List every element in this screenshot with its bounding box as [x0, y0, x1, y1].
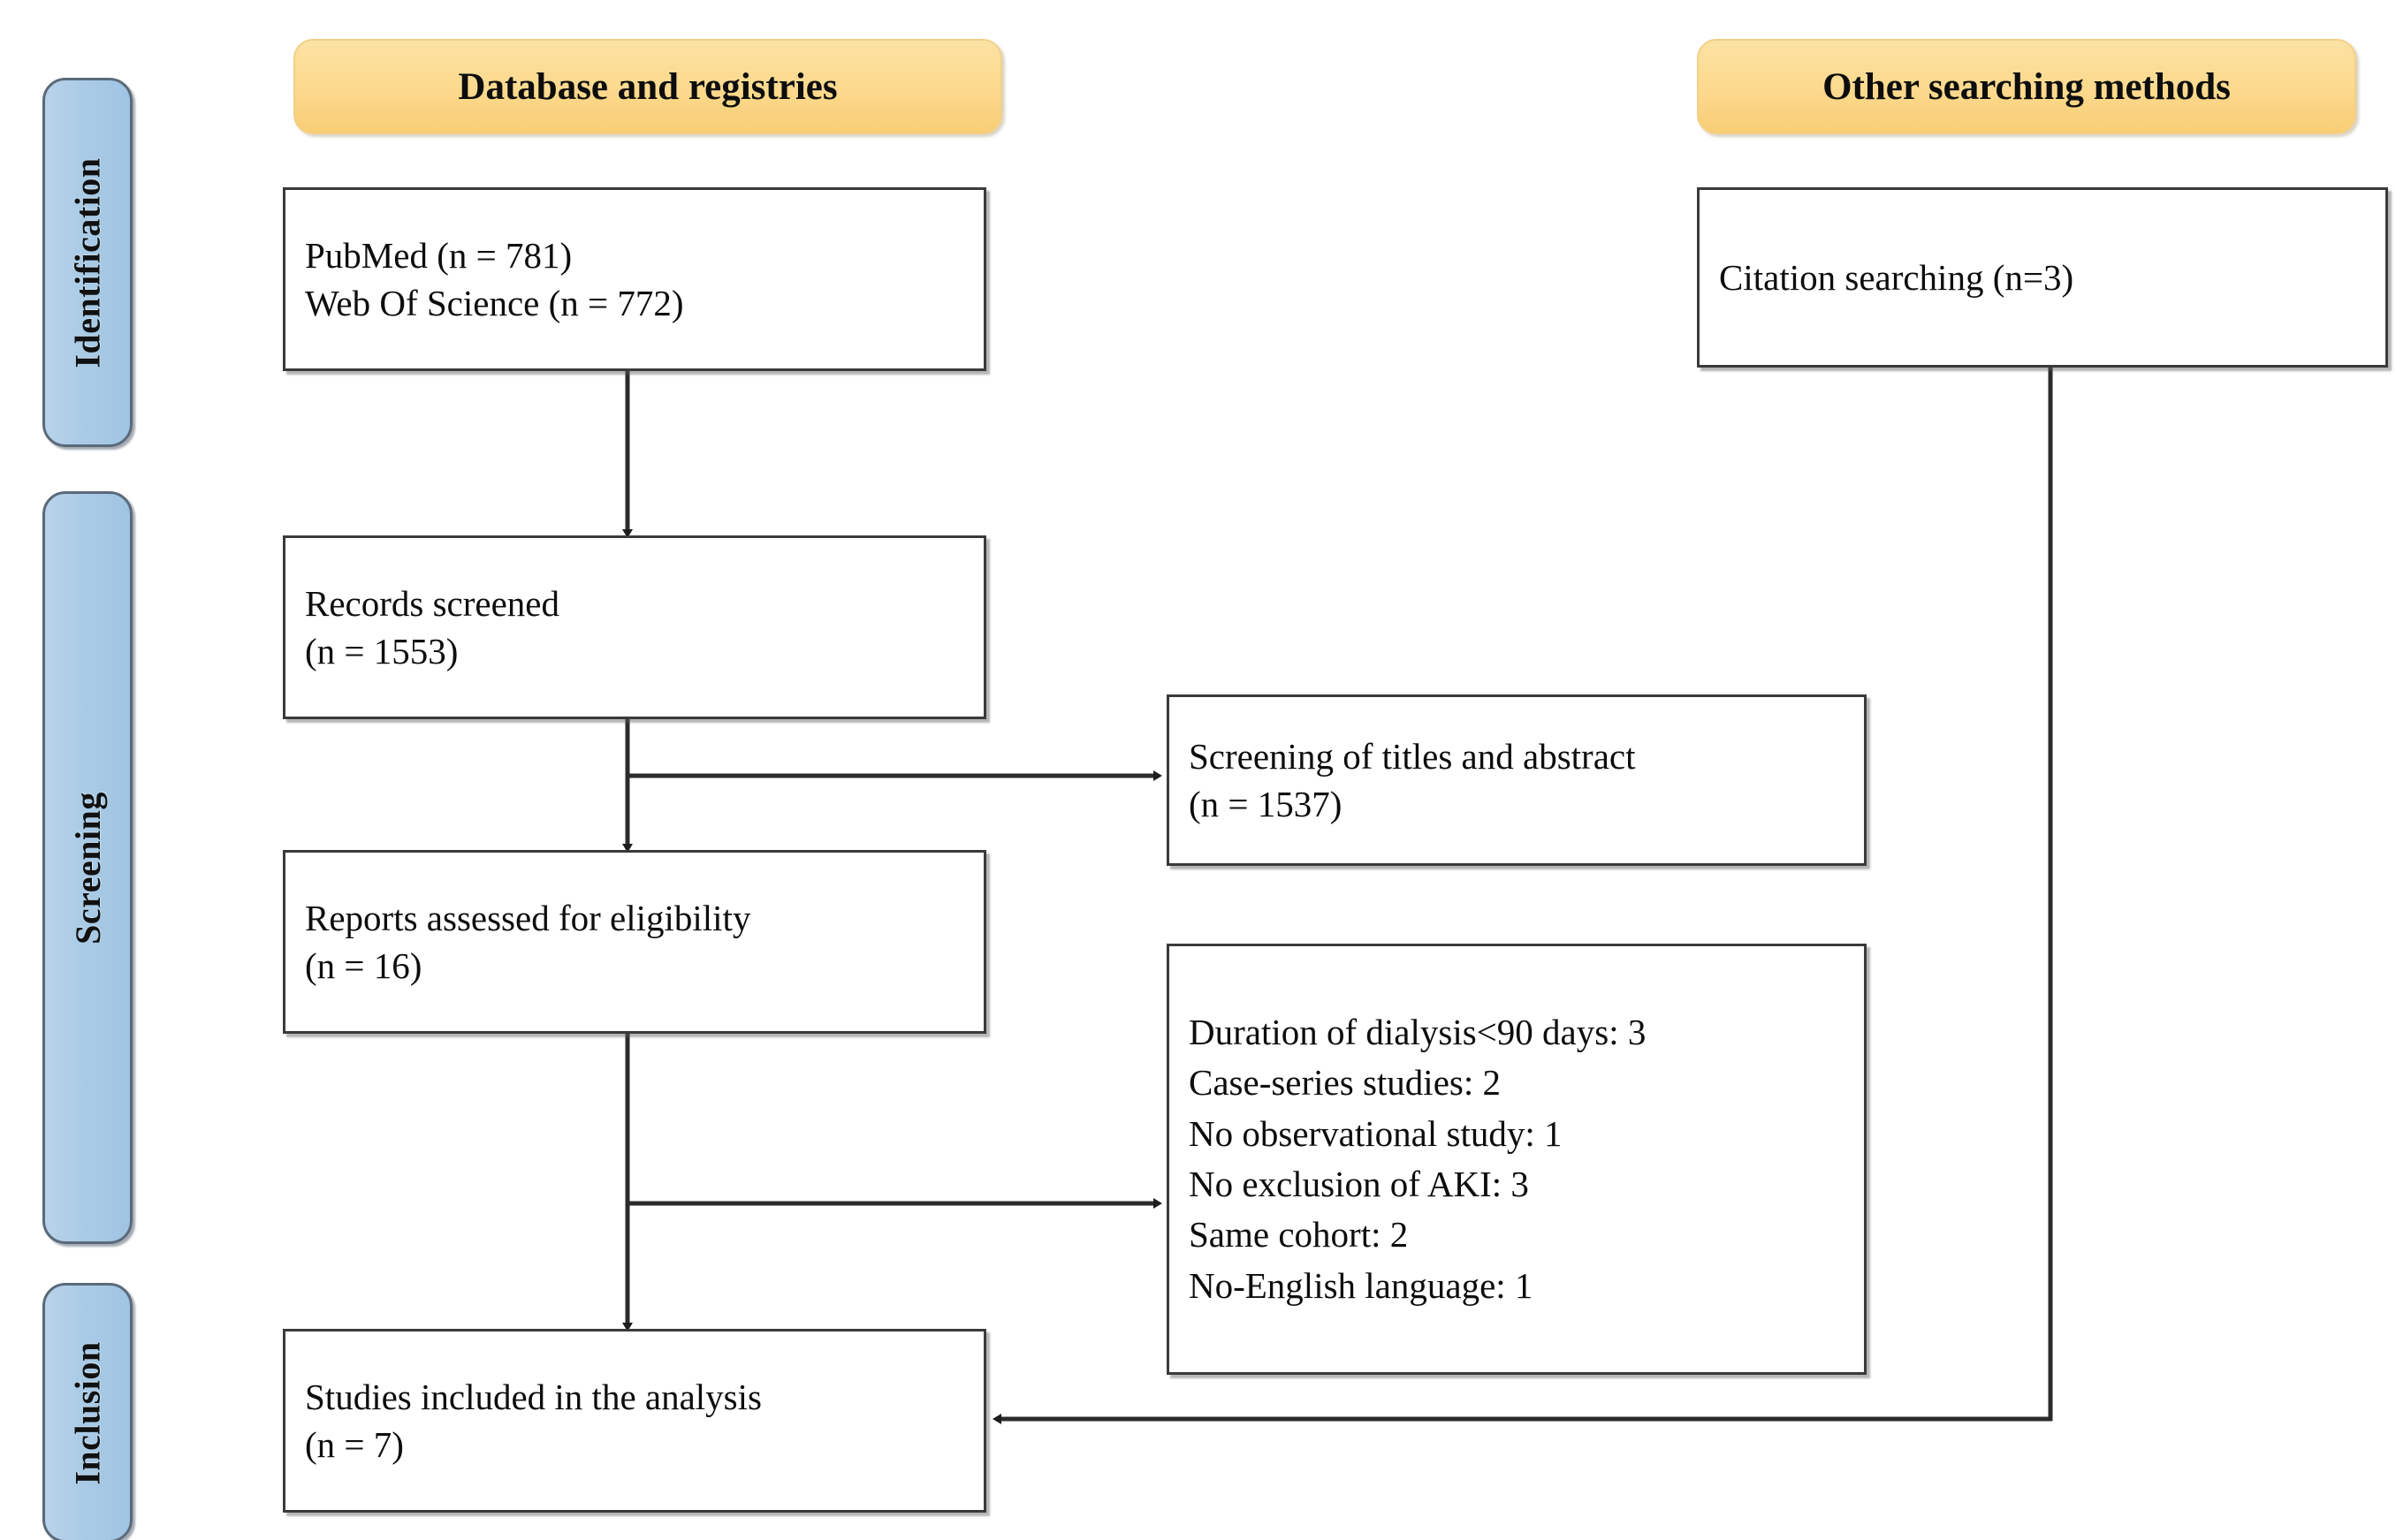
box-records-screened-line-1: Records screened: [305, 582, 560, 624]
header-database-and-registries-text: Database and registries: [458, 65, 838, 108]
box-citation-searching-line-1: Citation searching (n=3): [1719, 256, 2074, 298]
box-reports-assessed-line-1: Reports assessed for eligibility: [305, 897, 751, 938]
box-reports-excluded-reason-4: No exclusion of AKI: 3: [1189, 1164, 1529, 1204]
box-citation-searching: Citation searching (n=3): [1697, 187, 2388, 368]
box-reports-excluded-reason-6: No-English language: 1: [1189, 1264, 1533, 1306]
stage-label-identification: Identification: [42, 78, 133, 447]
box-reports-excluded-reason-2: Case-series studies: 2: [1189, 1062, 1501, 1104]
box-reports-excluded-reason-5: Same cohort: 2: [1189, 1214, 1409, 1256]
box-screening-excluded-line-1: Screening of titles and abstract: [1189, 735, 1636, 777]
box-records-screened: Records screened (n = 1553): [283, 535, 986, 719]
stage-label-inclusion: Inclusion: [42, 1283, 133, 1540]
box-studies-included-line-2: (n = 7): [305, 1424, 404, 1465]
box-reports-excluded: Duration of dialysis<90 days: 3 Case-ser…: [1167, 944, 1867, 1375]
box-studies-included-line-1: Studies included in the analysis: [305, 1376, 762, 1417]
box-screening-excluded-line-2: (n = 1537): [1189, 784, 1343, 824]
box-reports-assessed: Reports assessed for eligibility (n = 16…: [283, 850, 986, 1034]
header-other-searching-methods: Other searching methods: [1697, 39, 2356, 134]
box-screening-excluded: Screening of titles and abstract (n = 15…: [1167, 694, 1867, 866]
box-sources-line-2: Web Of Science (n = 772): [305, 283, 684, 323]
box-sources-line-1: PubMed (n = 781): [305, 234, 573, 276]
header-database-and-registries: Database and registries: [293, 39, 1002, 134]
stage-label-screening-text: Screening: [67, 791, 108, 944]
stage-label-screening: Screening: [42, 491, 133, 1244]
box-studies-included: Studies included in the analysis (n = 7): [283, 1329, 986, 1513]
header-other-searching-methods-text: Other searching methods: [1822, 65, 2231, 108]
box-reports-excluded-reason-1: Duration of dialysis<90 days: 3: [1189, 1011, 1647, 1052]
box-records-screened-line-2: (n = 1553): [305, 631, 459, 671]
stage-label-inclusion-text: Inclusion: [67, 1340, 108, 1485]
box-reports-excluded-reason-3: No observational study: 1: [1189, 1112, 1563, 1154]
stage-label-identification-text: Identification: [67, 156, 108, 368]
box-reports-assessed-line-2: (n = 16): [305, 945, 422, 986]
box-sources: PubMed (n = 781) Web Of Science (n = 772…: [283, 187, 986, 371]
